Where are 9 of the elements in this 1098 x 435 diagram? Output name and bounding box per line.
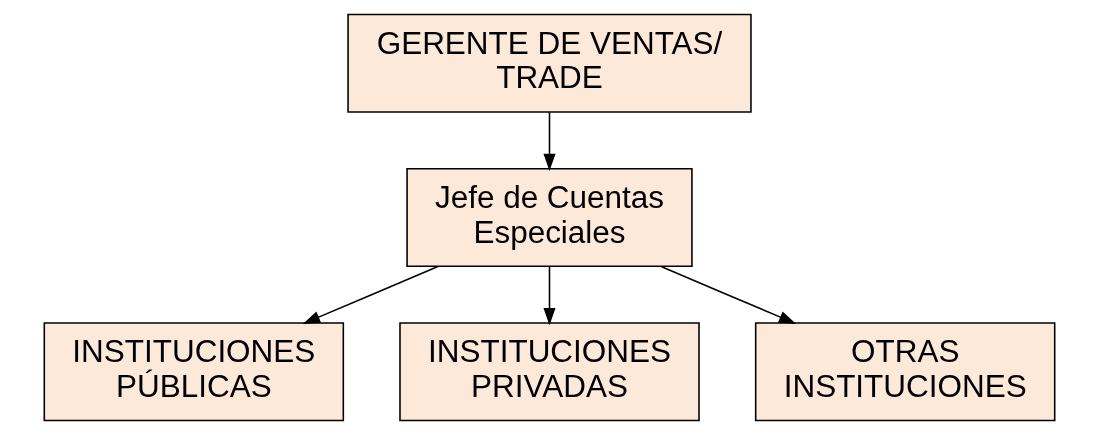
node-box: INSTITUCIONES PÚBLICAS: [43, 322, 344, 422]
node-box: Jefe de Cuentas Especiales: [405, 167, 693, 268]
arrow: [542, 265, 556, 326]
node-box: GERENTE DE VENTAS/ TRADE: [346, 13, 752, 113]
node-box: INSTITUCIONES PRIVADAS: [398, 322, 700, 422]
arrow: [659, 265, 796, 324]
arrow: [542, 111, 556, 172]
arrow: [302, 265, 439, 324]
node-box: OTRAS INSTITUCIONES: [754, 322, 1055, 422]
